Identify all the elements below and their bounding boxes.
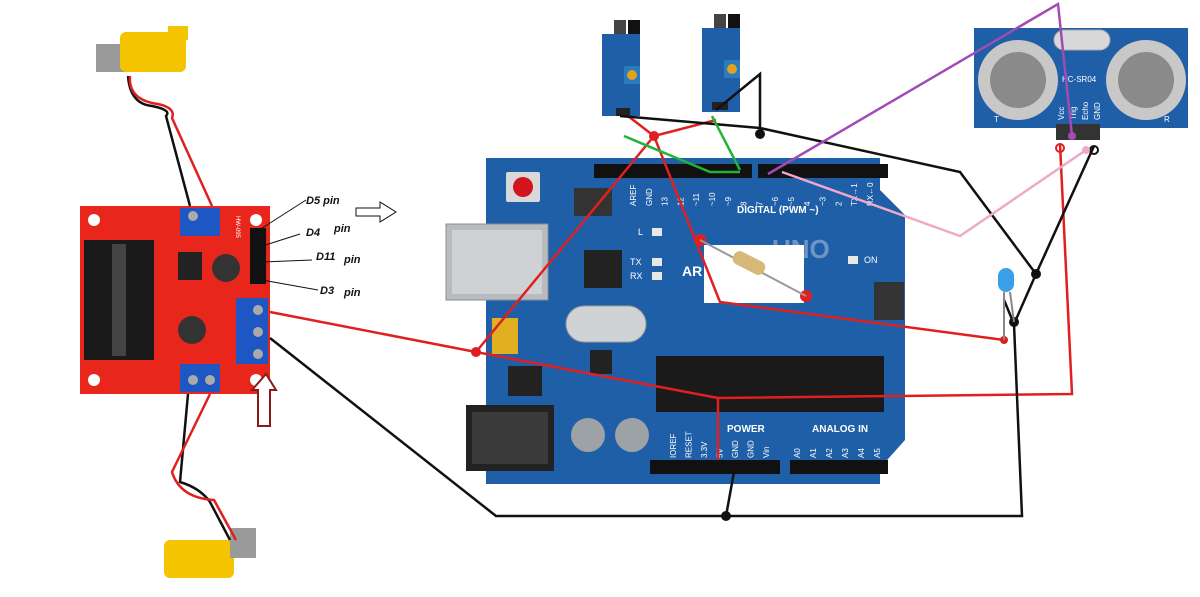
power-pin-label: RESET	[685, 431, 694, 458]
digital-pin-label: 13	[661, 197, 670, 206]
label-d11-pin: pin	[343, 254, 361, 266]
up-arrow-icon	[249, 372, 278, 427]
label-d4: D4	[306, 227, 320, 239]
digital-pin-label: GND	[645, 188, 654, 206]
ir-sensor-left	[602, 20, 640, 116]
pin-pointer-lines	[255, 199, 319, 291]
power-header	[650, 460, 780, 474]
digital-pin-label: TX→1	[850, 183, 859, 206]
motor-top	[96, 26, 188, 72]
label-d4-pin: pin	[333, 223, 351, 235]
analog-label: ANALOG IN	[812, 424, 868, 435]
power-pin-label: GND	[731, 440, 740, 458]
led-tx-label: TX	[630, 257, 642, 267]
analog-pin-label: A5	[873, 448, 882, 458]
analog-pin-labels: A0 A1 A2 A3 A4 A5	[793, 448, 882, 458]
ultrasonic-pin-label: GND	[1093, 102, 1102, 120]
digital-pin-label: AREF	[629, 185, 638, 206]
power-label: POWER	[727, 424, 766, 435]
model-text: UNO	[772, 234, 830, 264]
cap-bottom	[178, 316, 206, 344]
digital-pin-label: ~6	[771, 196, 780, 206]
power-pin-labels: IOREF RESET 3.3V 5V GND GND Vin	[669, 431, 771, 458]
atmega-chip	[656, 356, 884, 412]
digital-pin-label: 7	[755, 201, 764, 206]
led-rx-label: RX	[630, 271, 643, 281]
label-d3: D3	[320, 285, 334, 297]
digital-pin-label: RX←0	[866, 182, 875, 206]
power-pin-label: 3.3V	[700, 441, 709, 458]
power-pin-label: IOREF	[669, 433, 678, 458]
driver-module-text: HW-095	[234, 216, 240, 239]
ultrasonic-pin-label: Vcc	[1057, 107, 1066, 120]
led-l-label: L	[638, 227, 643, 237]
analog-header	[790, 460, 888, 474]
digital-pin-label: ~11	[692, 192, 701, 206]
label-d11: D11	[316, 251, 335, 263]
digital-pin-label: 4	[803, 201, 812, 206]
analog-pin-label: A2	[825, 448, 834, 458]
ultrasonic-pin-label: Echo	[1081, 101, 1090, 120]
digital-header	[594, 164, 752, 178]
blue-led	[998, 268, 1015, 340]
ultrasonic-pin-label: Trig	[1069, 107, 1078, 120]
right-arrow-icon	[355, 201, 397, 223]
digital-pin-label: ~10	[708, 192, 717, 206]
resistor	[699, 239, 807, 297]
analog-pin-label: A4	[857, 448, 866, 458]
digital-pin-label: ~9	[724, 196, 733, 206]
led-on-label: ON	[864, 255, 878, 265]
power-pin-label: GND	[747, 440, 756, 458]
power-pin-label: Vin	[762, 447, 771, 458]
power-pin-label: 5V	[716, 448, 725, 458]
motor-bottom	[164, 528, 256, 578]
cap-top	[212, 254, 240, 282]
analog-pin-label: A0	[793, 448, 802, 458]
analog-pin-label: A3	[841, 448, 850, 458]
ultrasonic-model: HC-SR04	[1062, 75, 1097, 84]
digital-pin-label: ~3	[819, 196, 828, 206]
digital-pin-label: 8	[740, 201, 749, 206]
digital-pin-label: 2	[834, 201, 843, 206]
motor-driver-board: HW-095	[80, 206, 270, 394]
brand-text: AR	[682, 263, 702, 279]
digital-label: DIGITAL (PWM ~)	[737, 205, 819, 216]
ultrasonic-t: T	[994, 115, 999, 124]
digital-pin-label: ~5	[787, 196, 796, 206]
label-d3-pin: pin	[343, 287, 361, 299]
sticker	[704, 245, 804, 303]
ultrasonic-r: R	[1164, 115, 1170, 124]
analog-pin-label: A1	[809, 448, 818, 458]
label-d5: D5 pin	[306, 195, 340, 207]
ir-sensor-right	[702, 14, 740, 112]
